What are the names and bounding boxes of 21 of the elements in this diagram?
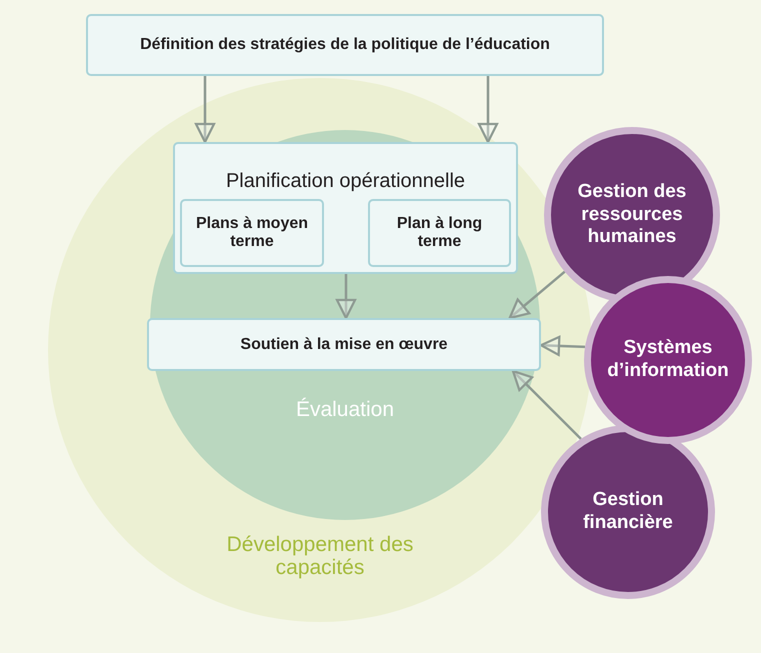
process-box xyxy=(147,318,541,371)
arrow xyxy=(540,336,586,356)
box-label: Plan à long terme xyxy=(396,215,484,251)
box-label: Soutien à la mise en œuvre xyxy=(239,336,449,354)
box-label: Définition des stratégies de la politique de l’éducation xyxy=(139,36,551,54)
process-box xyxy=(180,199,324,267)
process-box xyxy=(368,199,511,267)
arrow xyxy=(194,76,216,144)
circle-label: Développement des capacités xyxy=(226,533,414,580)
circle-label: Évaluation xyxy=(294,398,396,422)
circle-label: Gestion des ressources humaines xyxy=(576,180,688,250)
process-box xyxy=(86,14,604,76)
arrow xyxy=(512,370,582,440)
arrow xyxy=(478,76,498,144)
arrow xyxy=(508,270,566,320)
circle-label: Gestion financière xyxy=(582,489,674,535)
circle-label: Systèmes d’information xyxy=(606,337,730,383)
box-heading: Planification opérationnelle xyxy=(224,170,466,193)
process-box xyxy=(173,142,518,274)
arrow xyxy=(336,274,356,320)
box-label: Plans à moyen terme xyxy=(194,215,310,251)
